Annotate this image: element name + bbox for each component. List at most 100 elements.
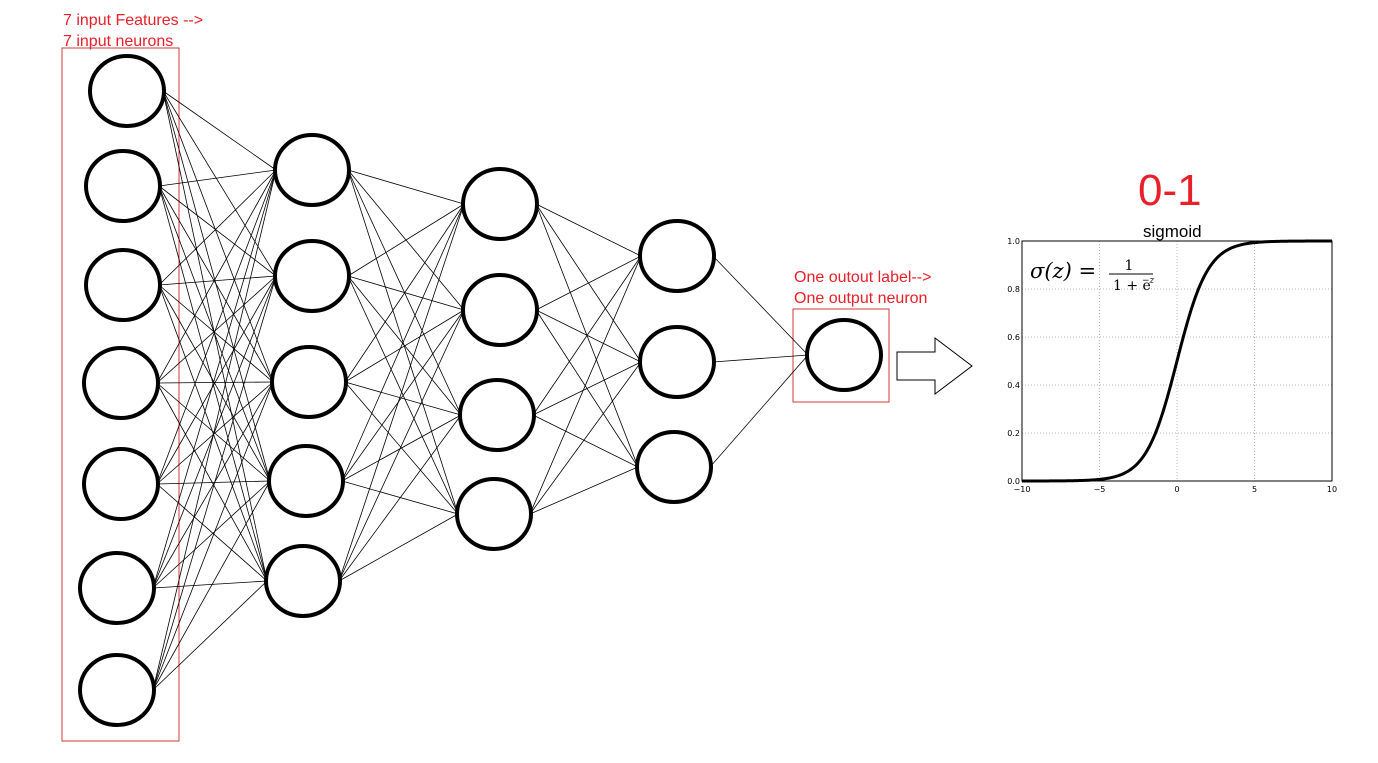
hidden1-neuron-5 (264, 544, 342, 618)
right-arrow-icon (896, 336, 973, 396)
x-tick-label-1: −5 (1094, 485, 1106, 494)
edge-l1-n7-to-n5 (152, 580, 268, 691)
edge-l2-n5-to-n1 (338, 203, 465, 582)
sigmoid-formula: σ(z) = 1 1 + e −z (1030, 258, 1155, 294)
y-tick-label-1: 0.2 (1007, 429, 1020, 438)
x-tick-label-4: 10 (1327, 485, 1337, 494)
input-neuron-5 (82, 447, 160, 521)
y-tick-label-4: 0.8 (1007, 285, 1020, 294)
hidden1-neuron-2 (273, 239, 351, 313)
edge-l1-n1-to-n1 (162, 90, 277, 171)
edge-l1-n7-to-n1 (152, 169, 277, 691)
x-tick-label-0: −10 (1014, 485, 1031, 494)
edge-l2-n1-to-n1 (347, 169, 465, 205)
edge-l2-n2-to-n1 (347, 203, 465, 277)
output-annotation-line2: One output neuron (794, 290, 928, 307)
edge-l2-n4-to-n3 (341, 414, 462, 482)
hidden3-neuron-1 (638, 219, 716, 293)
plot-ticks: −10 −5 0 5 10 0.0 0.2 0.4 0.6 0.8 1.0 (1007, 237, 1337, 494)
input-layer-box (61, 47, 180, 742)
hidden1-neuron-4 (267, 444, 345, 518)
edge-l1-n5-to-n1 (156, 169, 277, 485)
edge-l2-n3-to-n1 (344, 203, 465, 383)
edge-l3-n4-to-n2 (529, 361, 642, 515)
edge-l1-n3-to-n3 (158, 284, 274, 383)
output-range-label: 0-1 (1138, 166, 1202, 215)
edge-l3-n3-to-n2 (532, 361, 642, 416)
input-neuron-3 (84, 248, 162, 322)
edge-l4-n3-to-n1 (709, 354, 809, 468)
edge-l1-n5-to-n4 (156, 480, 271, 485)
edge-l1-n2-to-n2 (158, 185, 277, 277)
connection-edges (152, 90, 809, 691)
edge-l1-n4-to-n5 (156, 382, 268, 582)
hidden3-neuron-3 (635, 430, 713, 504)
edge-l1-n2-to-n1 (158, 169, 277, 187)
x-tick-label-2: 0 (1174, 485, 1179, 494)
edge-l3-n2-to-n2 (535, 309, 642, 363)
input-annotation-line1: 7 input Features --> (63, 12, 204, 29)
edge-l2-n4-to-n1 (341, 203, 465, 482)
plot-frame (1021, 240, 1333, 482)
hidden2-neuron-1 (461, 167, 539, 241)
edge-l3-n4-to-n3 (529, 466, 639, 515)
y-tick-label-5: 1.0 (1007, 237, 1020, 246)
sigmoid-curve (1022, 239, 1332, 483)
x-tick-label-3: 5 (1252, 485, 1257, 494)
formula-denominator: 1 + e (1113, 278, 1151, 294)
edge-l1-n1-to-n4 (162, 90, 271, 482)
output-annotation-line1: One outout label--> (794, 269, 932, 286)
formula-numerator: 1 (1125, 258, 1134, 274)
edge-l3-n3-to-n3 (532, 414, 639, 468)
edge-l1-n6-to-n1 (152, 169, 277, 589)
edge-l1-n5-to-n2 (156, 275, 277, 485)
edge-l2-n5-to-n2 (338, 309, 465, 582)
sigmoid-plot: −10 −5 0 5 10 0.0 0.2 0.4 0.6 0.8 1.0 σ(z) = 1 1 +… (1007, 237, 1337, 494)
edge-l1-n6-to-n5 (152, 580, 268, 589)
plot-title: sigmoid (1143, 222, 1202, 241)
formula-lhs: σ(z) = (1030, 259, 1096, 283)
edge-l1-n6-to-n4 (152, 480, 271, 589)
input-annotation-line2: 7 input neurons (63, 33, 174, 50)
input-neuron-7 (78, 653, 156, 727)
edge-l1-n3-to-n2 (158, 275, 277, 286)
edge-l1-n4-to-n1 (156, 169, 277, 384)
input-neuron-6 (78, 551, 156, 625)
edge-l3-n1-to-n1 (535, 203, 642, 257)
hidden2-neuron-2 (461, 273, 539, 347)
hidden2-neuron-4 (455, 477, 533, 551)
edge-l2-n2-to-n2 (347, 275, 465, 311)
hidden1-neuron-1 (273, 133, 351, 207)
input-neuron-4 (82, 346, 160, 420)
edge-l1-n2-to-n4 (158, 185, 271, 482)
edge-l1-n3-to-n1 (158, 169, 277, 286)
edge-l1-n4-to-n4 (156, 382, 271, 482)
edge-l1-n5-to-n5 (156, 483, 268, 582)
input-neuron-2 (84, 149, 162, 223)
output-neuron-box (792, 308, 890, 403)
edge-l2-n5-to-n3 (338, 414, 462, 582)
edge-l3-n4-to-n1 (529, 255, 642, 515)
edge-l1-n6-to-n3 (152, 381, 274, 589)
edge-l1-n1-to-n3 (162, 90, 274, 383)
hidden3-neuron-2 (638, 325, 716, 399)
edge-l2-n3-to-n3 (344, 381, 462, 416)
edge-l1-n7-to-n3 (152, 381, 274, 691)
edge-l2-n5-to-n4 (338, 513, 459, 582)
y-tick-label-0: 0.0 (1007, 477, 1020, 486)
edge-l2-n4-to-n2 (341, 309, 465, 482)
edge-l4-n1-to-n1 (712, 255, 809, 356)
hidden2-neuron-3 (458, 378, 536, 452)
y-tick-label-2: 0.4 (1007, 381, 1020, 390)
edge-l3-n2-to-n1 (535, 255, 642, 311)
edge-l2-n3-to-n2 (344, 309, 465, 383)
edge-l1-n1-to-n2 (162, 90, 277, 277)
edge-l4-n2-to-n1 (712, 354, 809, 363)
edge-l1-n6-to-n2 (152, 275, 277, 589)
neurons (78, 54, 883, 727)
edge-l1-n7-to-n4 (152, 480, 271, 691)
output-neuron-1 (805, 318, 883, 392)
edge-l2-n2-to-n3 (347, 275, 462, 416)
y-tick-label-3: 0.6 (1007, 333, 1020, 342)
